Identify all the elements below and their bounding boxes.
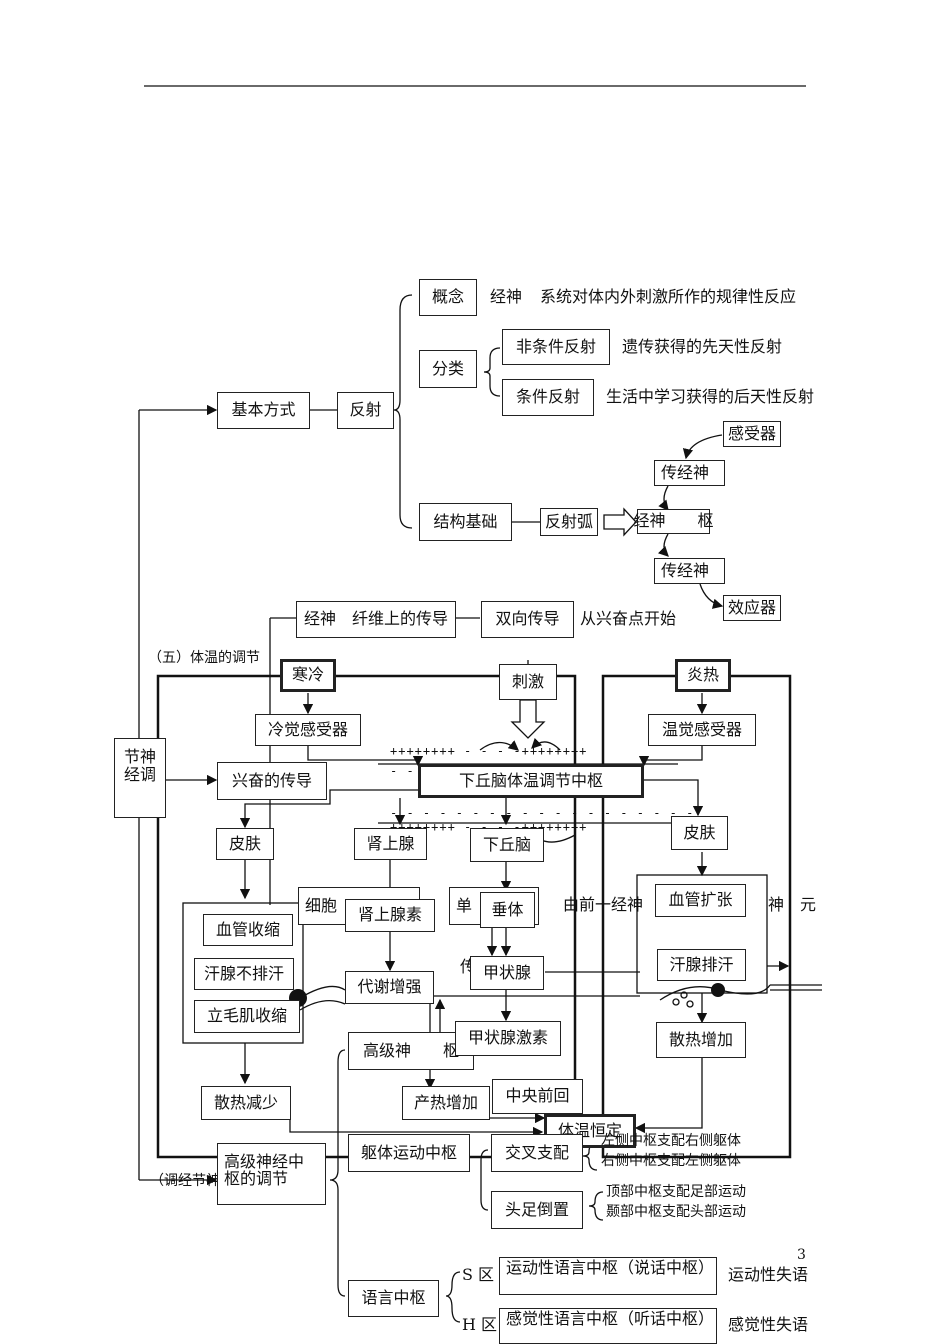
concept-desc-b: 系统对体内外刺激所作的规律性反应 (540, 287, 797, 306)
skin-right-box: 皮肤 (671, 816, 728, 850)
h-zone-label: H 区 (462, 1315, 498, 1334)
cold-box: 寒冷 (280, 659, 336, 692)
nerve-regulation-box (114, 738, 166, 818)
cold-receptor-box: 冷觉感受器 (255, 714, 361, 746)
fiber-conduction-box: 经神 纤维上的传导 (296, 601, 456, 638)
hot-box: 炎热 (675, 659, 731, 692)
efferent-box: 传经神 (654, 558, 725, 584)
vasodilation-box: 血管扩张 (655, 884, 746, 917)
excitation-box: 兴奋的传导 (217, 762, 327, 800)
pituitary-box: 垂体 (480, 892, 535, 928)
language-center-box: 语言中枢 (348, 1280, 439, 1317)
effector-box: 效应器 (723, 595, 781, 621)
sweating-box: 汗腺排汗 (657, 949, 746, 981)
cross-box: 交叉支配 (491, 1134, 583, 1172)
from-point-text: 从兴奋点开始 (580, 609, 677, 628)
motor-center-box: 躯体运动中枢 (348, 1134, 470, 1172)
structure-basis-box: 结构基础 (419, 503, 512, 541)
unconditioned-box: 非条件反射 (502, 329, 610, 365)
heat-prod-up-box: 产热增加 (402, 1086, 490, 1120)
motor-aphasia-text: 运动性失语 (728, 1265, 809, 1284)
page-number: 3 (797, 1247, 806, 1263)
from-prev-neuron-text: 由前一经神 (563, 895, 644, 914)
cross-right-text: 右侧中枢支配左侧躯体 (601, 1153, 741, 1169)
sensory-language-box: 感觉性语言中枢（听话中枢） (499, 1308, 717, 1344)
receptor-box: 感受器 (723, 421, 781, 447)
heat-loss-down-box: 散热减少 (201, 1086, 291, 1120)
unconditioned-desc: 遗传获得的先天性反射 (622, 337, 783, 356)
reflex-arc-box: 反射弧 (540, 508, 598, 536)
piloerection-box: 立毛肌收缩 (194, 1000, 300, 1033)
bidirectional-box: 双向传导 (481, 601, 574, 638)
membrane-signs-mid: - - - - - - - - - - - - - - - - - - - (390, 806, 695, 820)
skin-left-box: 皮肤 (216, 828, 274, 860)
classification-box: 分类 (419, 350, 477, 388)
membrane-signs-top: ++++++++ - - - -++++++++ (390, 744, 588, 758)
s-zone-label: S 区 (462, 1265, 495, 1284)
hypothalamus-box: 下丘脑 (470, 828, 544, 862)
adrenaline-box: 肾上腺素 (345, 899, 435, 932)
metabolism-box: 代谢增强 (345, 971, 434, 1004)
higher-section-label: （调经节神 (150, 1173, 220, 1189)
nerve-regulation-label: 节神经调 (123, 747, 156, 785)
concept-desc-a: 经神 (490, 287, 523, 306)
sensory-aphasia-text: 感觉性失语 (728, 1315, 809, 1334)
higher-center-label-box: 高级神 枢 (348, 1032, 474, 1070)
inverted-box: 头足倒置 (491, 1191, 583, 1229)
thyroid-box: 甲状腺 (470, 956, 544, 990)
neuron-tail-text: 神 元 (768, 895, 817, 914)
bottom-to-head-text: 颞部中枢支配头部运动 (606, 1204, 746, 1220)
motor-language-box: 运动性语言中枢（说话中枢） (499, 1257, 717, 1295)
top-to-foot-text: 顶部中枢支配足部运动 (606, 1184, 746, 1200)
thermo-section-title: （五）体温的调节 (148, 650, 260, 666)
afferent-box: 传经神 (654, 460, 725, 486)
reflex-box: 反射 (337, 392, 394, 429)
no-sweat-box: 汗腺不排汗 (194, 958, 294, 990)
conditioned-box: 条件反射 (502, 379, 594, 416)
hypothalamus-center-box: 下丘脑体温调节中枢 (418, 764, 644, 798)
thyroxine-box: 甲状腺激素 (455, 1021, 561, 1056)
higher-center-box: 高级神经中枢的调节 (217, 1143, 326, 1205)
cross-left-text: 左侧中枢支配右侧躯体 (601, 1133, 741, 1149)
center-box: 经神 枢 (634, 509, 714, 534)
precentral-box: 中央前回 (492, 1079, 583, 1114)
heat-loss-up-box: 散热增加 (656, 1022, 746, 1058)
basic-mode-box: 基本方式 (217, 392, 310, 429)
concept-box: 概念 (419, 279, 477, 316)
adrenal-box: 肾上腺 (354, 828, 427, 860)
conditioned-desc: 生活中学习获得的后天性反射 (606, 387, 815, 406)
membrane-signs-left: - - (390, 764, 415, 778)
vasoconstriction-box: 血管收缩 (203, 914, 293, 946)
warm-receptor-box: 温觉感受器 (648, 714, 756, 746)
stimulus-box: 刺激 (499, 664, 557, 700)
